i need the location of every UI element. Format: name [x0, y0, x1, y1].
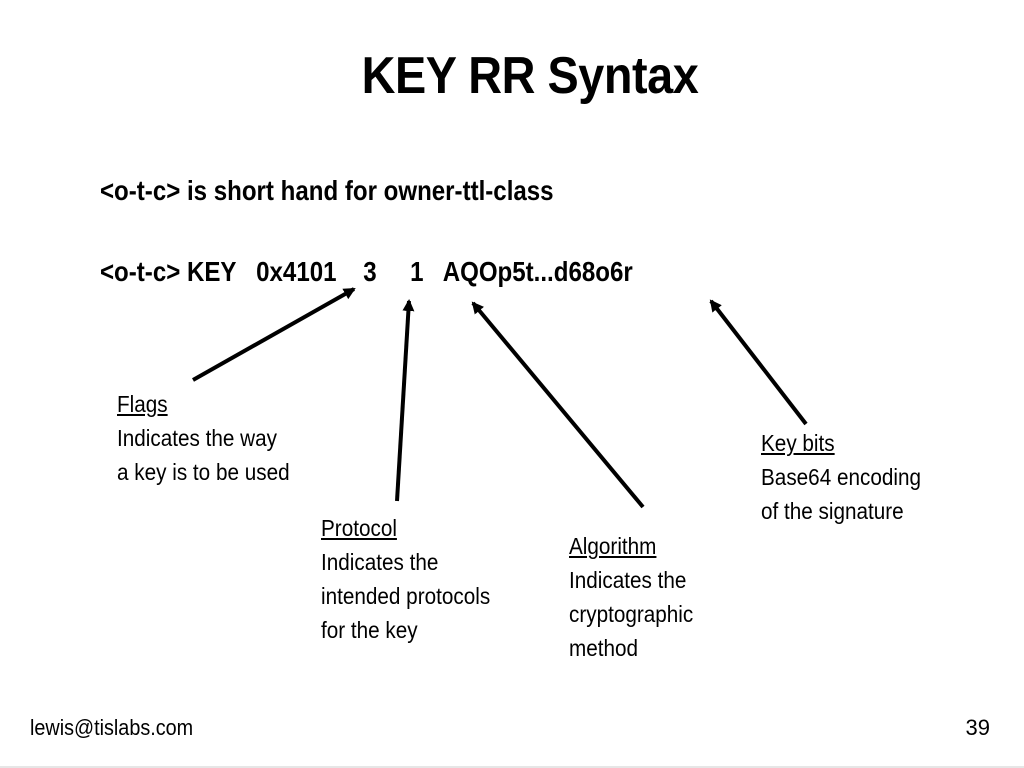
record-flags: 0x4101	[256, 256, 337, 287]
flags-heading: Flags	[117, 391, 168, 417]
algorithm-line-1: Indicates the	[569, 567, 687, 593]
flags-line-2: a key is to be used	[117, 459, 290, 485]
protocol-line-2: intended protocols	[321, 583, 491, 609]
footer-page-number: 39	[965, 715, 990, 740]
protocol-line-3: for the key	[321, 617, 418, 643]
footer-author: lewis@tislabs.com	[30, 715, 194, 740]
flags-arrow	[192, 287, 356, 382]
keybits-line-2: of the signature	[761, 498, 904, 524]
protocol-callout: Protocol Indicates the intended protocol…	[321, 511, 490, 647]
protocol-arrow	[395, 299, 415, 502]
protocol-line-1: Indicates the	[321, 549, 439, 575]
record-algorithm: 1	[410, 256, 424, 287]
algorithm-line-2: cryptographic	[569, 601, 694, 627]
protocol-heading: Protocol	[321, 515, 397, 541]
keybits-callout: Key bits Base64 encoding of the signatur…	[761, 426, 921, 528]
algorithm-heading: Algorithm	[569, 533, 657, 559]
slide-title: KEY RR Syntax	[361, 47, 699, 105]
record-key: AQOp5t...d68o6r	[442, 256, 633, 287]
record-type: KEY	[186, 256, 237, 287]
intro-line: <o-t-c> is short hand for owner-ttl-clas…	[100, 175, 554, 206]
flags-line-1: Indicates the way	[117, 425, 277, 451]
algorithm-line-3: method	[569, 635, 639, 661]
algorithm-arrow	[471, 301, 645, 509]
algorithm-callout: Algorithm Indicates the cryptographic me…	[569, 529, 693, 665]
record-line: <o-t-c> KEY 0x4101 3 1 AQOp5t...d68o6r	[100, 256, 633, 288]
keybits-arrow	[709, 299, 808, 426]
record-prefix: <o-t-c>	[100, 256, 181, 287]
bottom-divider	[0, 766, 1024, 768]
record-protocol: 3	[363, 256, 377, 287]
keybits-heading: Key bits	[761, 430, 835, 456]
flags-callout: Flags Indicates the way a key is to be u…	[117, 387, 290, 489]
keybits-line-1: Base64 encoding	[761, 464, 921, 490]
